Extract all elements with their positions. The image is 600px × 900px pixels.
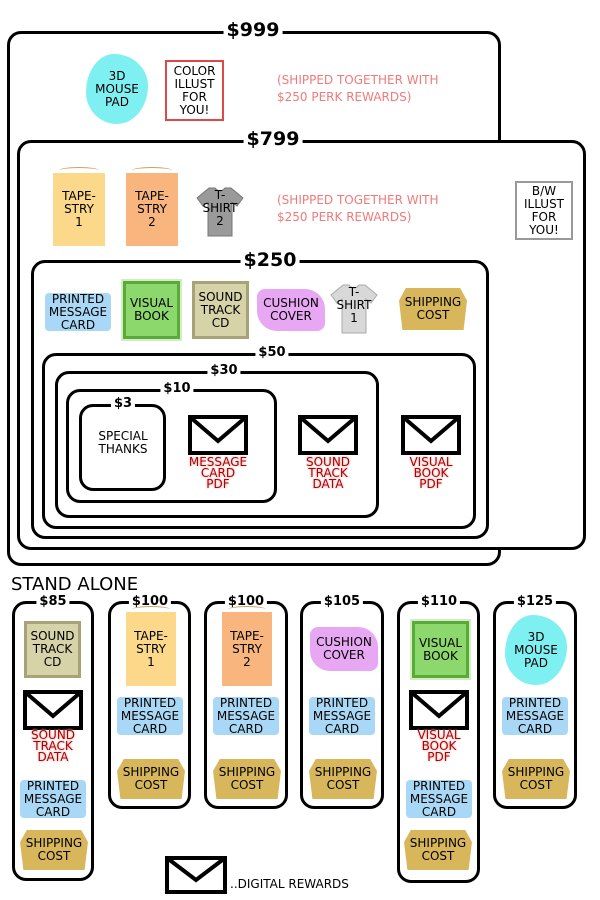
cushion-cover-item: CUSHION COVER	[310, 627, 378, 671]
printed-card-item: PRINTED MESSAGE CARD	[309, 696, 375, 735]
shipped-note-799: (SHIPPED TOGETHER WITH $250 PERK REWARDS…	[277, 193, 439, 224]
shipped-note-999: (SHIPPED TOGETHER WITH $250 PERK REWARDS…	[277, 73, 439, 104]
envelope-icon	[188, 415, 248, 455]
printed-card-item: PRINTED MESSAGE CARD	[502, 696, 568, 735]
tier-50-price: $50	[255, 346, 289, 359]
tshirt-icon	[196, 187, 244, 237]
shipping-cost-item: SHIPPING COST	[399, 288, 467, 330]
printed-card-item: PRINTED MESSAGE CARD	[20, 779, 86, 818]
shipping-cost-item: SHIPPING COST	[502, 759, 570, 799]
tapestry-2-label: TAPE- STRY 2	[230, 628, 264, 669]
tshirt-2-item: T- SHIRT 2	[195, 186, 245, 238]
standalone-100-a-price: $100	[128, 595, 172, 608]
stand-alone-title: STAND ALONE	[11, 574, 139, 595]
sound-track-data-label: SOUND TRACK DATA	[30, 728, 76, 764]
tapestry-hanger-icon	[132, 606, 170, 613]
color-illust-item: COLOR ILLUST FOR YOU!	[165, 60, 224, 121]
bw-illust-item: B/W ILLUST FOR YOU!	[515, 181, 573, 240]
tapestry-2-item: TAPE- STRY 2	[222, 606, 272, 686]
tier-10-price: $10	[160, 382, 194, 395]
special-thanks-label: SPECIAL THANKS	[98, 429, 148, 456]
legend-label: ..DIGITAL REWARDS	[230, 877, 349, 891]
sound-track-data-label: SOUND TRACK DATA	[305, 455, 351, 491]
printed-card-item: PRINTED MESSAGE CARD	[45, 292, 111, 331]
visual-book-item: VISUAL BOOK	[123, 281, 180, 339]
tapestry-1-item: TAPE- STRY 1	[53, 167, 105, 246]
tshirt-1-label: T- SHIRT 1	[336, 285, 372, 325]
standalone-100-b-price: $100	[224, 595, 268, 608]
tapestry-2-label: TAPE- STRY 2	[135, 189, 169, 229]
printed-card-item: PRINTED MESSAGE CARD	[406, 779, 472, 818]
shipping-cost-item: SHIPPING COST	[309, 759, 377, 799]
sound-track-cd-item: SOUND TRACK CD	[24, 621, 81, 678]
tapestry-hanger-icon	[228, 606, 266, 613]
tier-3	[79, 404, 166, 491]
tier-30-price: $30	[207, 364, 241, 377]
tapestry-2-item: TAPE- STRY 2	[126, 167, 178, 246]
mouse-pad-item: 3D MOUSE PAD	[86, 54, 148, 124]
shipping-cost-item: SHIPPING COST	[117, 759, 185, 799]
standalone-85-price: $85	[36, 595, 70, 608]
visual-book-pdf-label: VISUAL BOOK PDF	[409, 455, 453, 491]
printed-card-item: PRINTED MESSAGE CARD	[213, 696, 279, 735]
shipping-cost-item: SHIPPING COST	[20, 830, 88, 870]
standalone-125-price: $125	[513, 595, 557, 608]
standalone-105-price: $105	[320, 595, 364, 608]
mouse-pad-item: 3D MOUSE PAD	[505, 615, 567, 685]
tapestry-hanger-icon	[132, 167, 172, 174]
shipping-cost-item: SHIPPING COST	[404, 830, 472, 870]
envelope-icon	[401, 415, 461, 455]
tapestry-1-label: TAPE- STRY 1	[62, 189, 96, 229]
envelope-icon	[23, 690, 83, 730]
tapestry-1-item: TAPE- STRY 1	[126, 606, 176, 686]
tier-999-price: $999	[223, 21, 283, 40]
tapestry-hanger-icon	[59, 167, 99, 174]
visual-book-item: VISUAL BOOK	[412, 621, 469, 678]
tapestry-1-label: TAPE- STRY 1	[134, 628, 168, 669]
tier-3-price: $3	[110, 397, 136, 410]
legend-envelope-icon	[165, 856, 227, 894]
printed-card-item: PRINTED MESSAGE CARD	[117, 696, 183, 735]
tshirt-icon	[330, 284, 378, 334]
shipping-cost-item: SHIPPING COST	[213, 759, 281, 799]
tshirt-1-item: T- SHIRT 1	[329, 283, 379, 335]
tshirt-2-label: T- SHIRT 2	[202, 188, 238, 228]
tier-799-price: $799	[243, 130, 303, 149]
tier-250-price: $250	[240, 251, 300, 270]
envelope-icon	[298, 415, 358, 455]
visual-book-pdf-label: VISUAL BOOK PDF	[417, 728, 461, 764]
standalone-110-price: $110	[417, 595, 461, 608]
message-card-pdf-label: MESSAGE CARD PDF	[188, 455, 248, 491]
cushion-cover-item: CUSHION COVER	[257, 289, 325, 331]
envelope-icon	[409, 690, 469, 730]
sound-track-cd-item: SOUND TRACK CD	[192, 281, 249, 339]
